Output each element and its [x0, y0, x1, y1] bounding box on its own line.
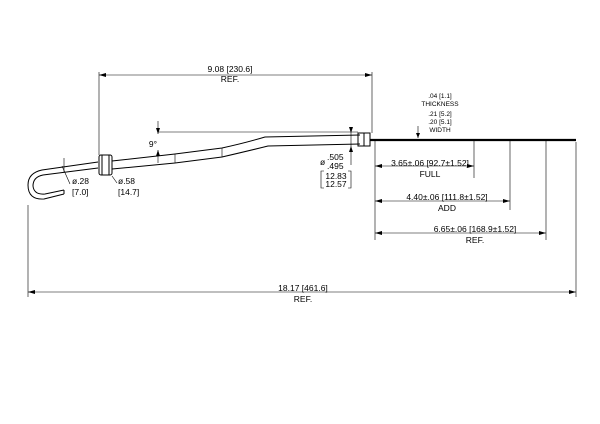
ferrule: [98, 154, 113, 176]
hook-handle: [27, 161, 99, 200]
dim-blade-width-lower: .20 [5.1]: [428, 119, 452, 126]
dim-add: 4.40±.06 [111.8±1.52] ADD: [375, 192, 510, 213]
dim-overall-label: REF.: [294, 294, 312, 304]
dipstick-part: [27, 132, 576, 200]
dim-blade-width-upper: .21 [5.2]: [428, 111, 452, 118]
dim-blade-width-label: WIDTH: [429, 127, 451, 134]
dim-add-label: ADD: [438, 203, 456, 213]
dim-tube-dia-metric-upper: 12.83: [325, 171, 347, 181]
dim-wire-dia-value: ø.28: [72, 176, 89, 186]
dim-blade-thickness-label: THICKNESS: [421, 101, 459, 108]
dim-tube-dia-metric-lower: 12.57: [325, 179, 347, 189]
dim-full-label: FULL: [420, 169, 441, 179]
dim-handle-length-ref: REF.: [221, 74, 239, 84]
dimensions: 9.08 [230.6] REF. 9° ø.28 [7.0] ø.58 [14…: [27, 64, 577, 304]
dim-overall-value: 18.17 [461.6]: [278, 283, 328, 293]
dim-ferrule-dia-metric: [14.7]: [118, 187, 139, 197]
dim-overall: 18.17 [461.6] REF.: [27, 142, 577, 304]
dim-blade-thickness-value: .04 [1.1]: [428, 93, 452, 100]
dim-handle-length-value: 9.08 [230.6]: [208, 64, 253, 74]
dim-angle-value: 9°: [149, 139, 157, 149]
dim-tube-dia: ø .505 .495 12.83 12.57: [320, 127, 353, 189]
dim-tube-dia-upper: .505: [327, 152, 344, 162]
dim-blade-ref-value: 6.65±.06 [168.9±1.52]: [434, 224, 517, 234]
tube: [111, 134, 361, 162]
dim-full-value: 3.65±.06 [92.7±1.52]: [391, 158, 469, 168]
dim-add-value: 4.40±.06 [111.8±1.52]: [406, 192, 487, 202]
dim-handle-length: 9.08 [230.6] REF.: [98, 64, 373, 155]
dim-blade-ref: 6.65±.06 [168.9±1.52] REF.: [375, 224, 546, 245]
dim-wire-dia: ø.28 [7.0]: [61, 158, 89, 197]
dim-blade: .04 [1.1] THICKNESS .21 [5.2] .20 [5.1] …: [416, 93, 459, 138]
dim-tube-dia-prefix: ø: [320, 157, 325, 167]
dim-ferrule-dia: ø.58 [14.7]: [111, 175, 139, 197]
dim-tube-dia-lower: .495: [327, 161, 344, 171]
dim-wire-dia-metric: [7.0]: [72, 187, 89, 197]
dim-blade-ref-label: REF.: [466, 235, 484, 245]
dim-angle: 9°: [149, 121, 358, 163]
dim-ferrule-dia-value: ø.58: [118, 176, 135, 186]
dim-full: 3.65±.06 [92.7±1.52] FULL: [375, 158, 474, 179]
